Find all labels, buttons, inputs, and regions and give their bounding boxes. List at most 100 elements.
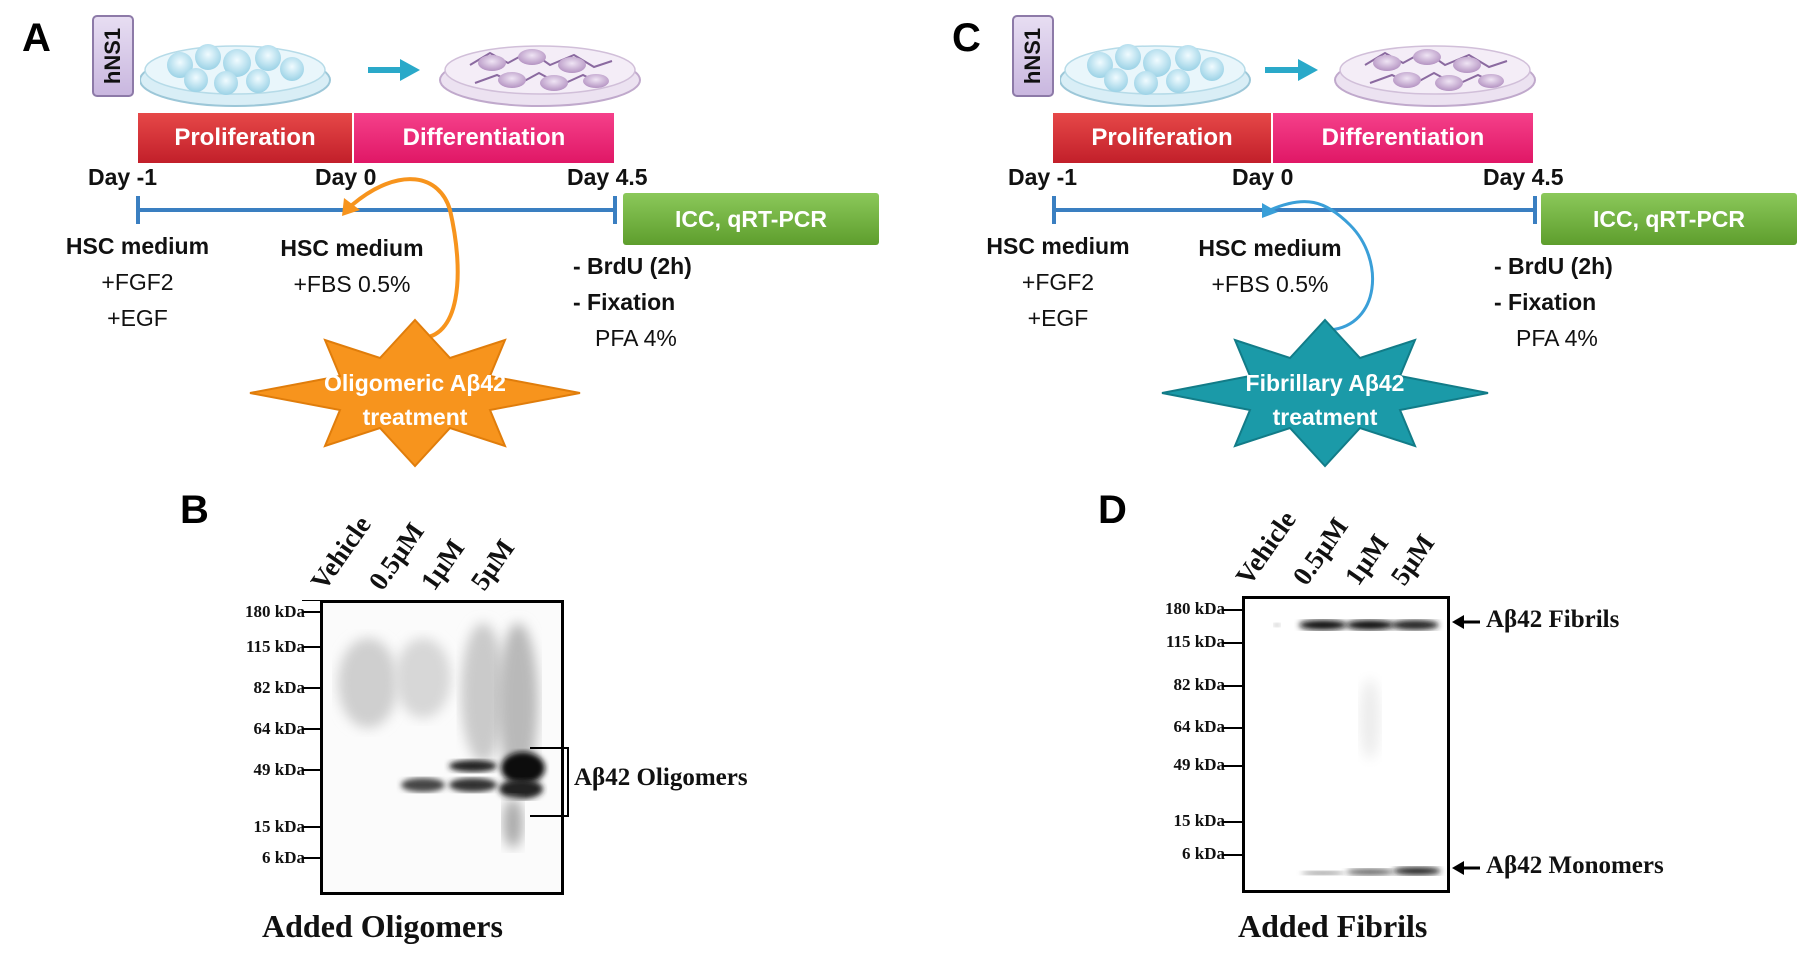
oligomeric-treatment-label: Oligomeric Aβ42 treatment <box>300 366 530 434</box>
day-mid-label-c: Day 0 <box>1232 164 1294 190</box>
hns1-label-c: hNS1 <box>1020 27 1045 85</box>
mw-marker-6-d: 6 kDa <box>1182 844 1225 863</box>
mw-marker-15: 15 kDa <box>253 817 305 836</box>
medium-1-block-c: HSC medium +FGF2 +EGF <box>978 228 1138 336</box>
lane-label-vehicle: Vehicle <box>304 510 377 596</box>
oligomer-bracket <box>530 747 569 817</box>
proliferating-cells-dish-c <box>1060 44 1251 107</box>
medium-2-block: HSC medium +FBS 0.5% <box>272 230 432 302</box>
timeline-a <box>136 177 617 341</box>
day-start-label-c: Day -1 <box>1008 164 1078 190</box>
medium-1-line-3: +EGF <box>107 305 168 331</box>
medium-1-line-3-c: +EGF <box>1027 305 1089 331</box>
mw-marker-82: 82 kDa <box>253 678 305 697</box>
post-step-3: PFA 4% <box>595 325 677 351</box>
post-step-2-c: - Fixation <box>1494 289 1597 315</box>
day-end-label: Day 4.5 <box>567 164 648 190</box>
hns1-label: hNS1 <box>100 27 125 85</box>
oligomers-annotation: Aβ42 Oligomers <box>574 764 748 791</box>
fibrillary-star-shape <box>1161 318 1489 468</box>
readout-label: ICC, qRT-PCR <box>674 205 828 232</box>
oligomeric-star-shape <box>249 318 581 468</box>
fibrils-annotation: Aβ42 Fibrils <box>1486 606 1620 633</box>
proliferation-label-c: Proliferation <box>1091 124 1233 151</box>
cell-culture-illustration <box>140 44 641 107</box>
post-step-2: - Fixation <box>573 289 676 315</box>
caption-added-fibrils: Added Fibrils <box>1238 908 1428 944</box>
proliferation-phase-bar: Proliferation <box>138 113 352 163</box>
medium-2-block-c: HSC medium +FBS 0.5% <box>1190 230 1350 302</box>
differentiated-cells-dish-c <box>1334 45 1536 107</box>
proliferating-cells-dish <box>140 44 331 107</box>
mw-marker-64: 64 kDa <box>253 719 305 738</box>
differentiation-label-c: Differentiation <box>1321 124 1485 151</box>
blot-bands-b <box>323 603 561 892</box>
mw-marker-64-d: 64 kDa <box>1173 717 1225 736</box>
differentiation-phase-bar-c: Differentiation <box>1273 113 1533 163</box>
medium-2-line-2-c: +FBS 0.5% <box>1211 271 1329 297</box>
arrow-left-icon-2 <box>1452 861 1480 875</box>
treatment-line-1: Oligomeric Aβ42 <box>324 370 506 396</box>
western-blot-d <box>1242 596 1450 893</box>
readout-box: ICC, qRT-PCR <box>623 193 879 245</box>
panel-letter-a: A <box>22 16 51 60</box>
post-step-1-c: - BrdU (2h) <box>1494 253 1613 279</box>
teal-arrow-icon-c <box>1265 59 1318 81</box>
mw-marker-82-d: 82 kDa <box>1173 675 1225 694</box>
medium-1-line-2: +FGF2 <box>101 269 174 295</box>
lane-label-vehicle-d: Vehicle <box>1229 505 1302 591</box>
day-mid-label: Day 0 <box>315 164 377 190</box>
treatment-arrow-a <box>350 177 460 341</box>
treatment-line-2: treatment <box>362 404 468 430</box>
mw-marker-180: 180 kDa <box>245 602 305 621</box>
panel-letter-d: D <box>1098 488 1127 532</box>
readout-label-c: ICC, qRT-PCR <box>1592 205 1746 232</box>
hns1-label-box: hNS1 <box>92 15 134 97</box>
mw-marker-180-d: 180 kDa <box>1165 599 1225 618</box>
cell-culture-illustration-c <box>1060 44 1536 107</box>
panel-letter-c: C <box>952 16 981 60</box>
differentiated-cells-dish <box>439 45 641 107</box>
arrow-left-icon <box>1452 615 1480 629</box>
treatment-line-2-c: treatment <box>1272 404 1378 430</box>
proliferation-phase-bar-c: Proliferation <box>1053 113 1271 163</box>
post-treatment-block-c: - BrdU (2h) - Fixation PFA 4% <box>1494 248 1613 356</box>
teal-arrow-icon <box>368 59 420 81</box>
medium-1-line-1: HSC medium <box>65 233 210 259</box>
post-treatment-block: - BrdU (2h) - Fixation PFA 4% <box>573 248 692 356</box>
mw-marker-115: 115 kDa <box>245 637 305 656</box>
fibrillary-treatment-label: Fibrillary Aβ42 treatment <box>1210 366 1440 434</box>
differentiation-label: Differentiation <box>402 124 566 151</box>
post-step-3-c: PFA 4% <box>1516 325 1598 351</box>
medium-1-line-2-c: +FGF2 <box>1021 269 1095 295</box>
day-end-label-c: Day 4.5 <box>1483 164 1564 190</box>
readout-box-c: ICC, qRT-PCR <box>1541 193 1797 245</box>
hns1-label-box-c: hNS1 <box>1012 15 1054 97</box>
differentiation-phase-bar: Differentiation <box>354 113 614 163</box>
caption-added-oligomers: Added Oligomers <box>262 908 503 944</box>
treatment-line-1-c: Fibrillary Aβ42 <box>1245 370 1405 396</box>
western-blot-b <box>320 600 564 895</box>
timeline-c <box>1052 196 1537 332</box>
medium-1-block: HSC medium +FGF2 +EGF <box>60 228 215 336</box>
mw-marker-6: 6 kDa <box>262 848 305 867</box>
monomers-annotation: Aβ42 Monomers <box>1486 852 1664 879</box>
medium-2-line-1: HSC medium <box>280 235 424 261</box>
panel-letter-b: B <box>180 488 209 532</box>
medium-2-line-1-c: HSC medium <box>1198 235 1342 261</box>
lane-label-5um: 5μM <box>464 533 521 596</box>
medium-2-line-2: +FBS 0.5% <box>293 271 411 297</box>
mw-marker-15-d: 15 kDa <box>1173 811 1225 830</box>
mw-marker-49-d: 49 kDa <box>1173 755 1225 774</box>
arrow-head-icon <box>342 198 360 216</box>
arrow-head-icon-c <box>1262 203 1278 218</box>
mw-marker-49: 49 kDa <box>253 760 305 779</box>
medium-1-line-1-c: HSC medium <box>986 233 1130 259</box>
proliferation-label: Proliferation <box>174 124 316 151</box>
treatment-arrow-c <box>1269 200 1374 332</box>
blot-bands-d <box>1245 599 1447 890</box>
post-step-1: - BrdU (2h) <box>573 253 692 279</box>
mw-ticks-d <box>1222 609 1244 856</box>
lane-label-5um-d: 5μM <box>1384 528 1441 591</box>
day-start-label: Day -1 <box>88 164 158 190</box>
